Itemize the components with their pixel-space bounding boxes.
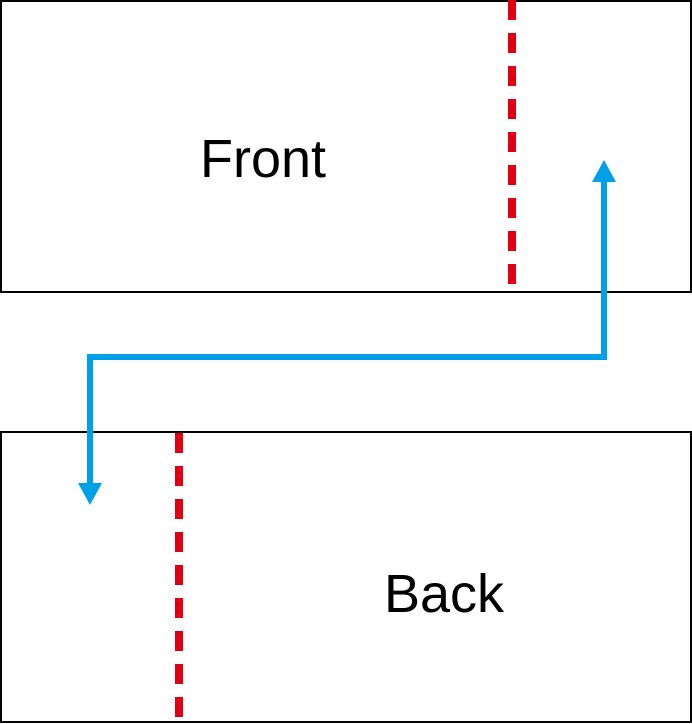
arrow-down-head-icon <box>78 483 102 505</box>
arrow-up-head-icon <box>592 160 616 182</box>
front-panel <box>0 0 692 293</box>
back-label: Back <box>384 564 505 624</box>
front-label: Front <box>200 129 326 189</box>
flip-arrow-path <box>87 180 607 488</box>
back-panel <box>0 431 692 723</box>
